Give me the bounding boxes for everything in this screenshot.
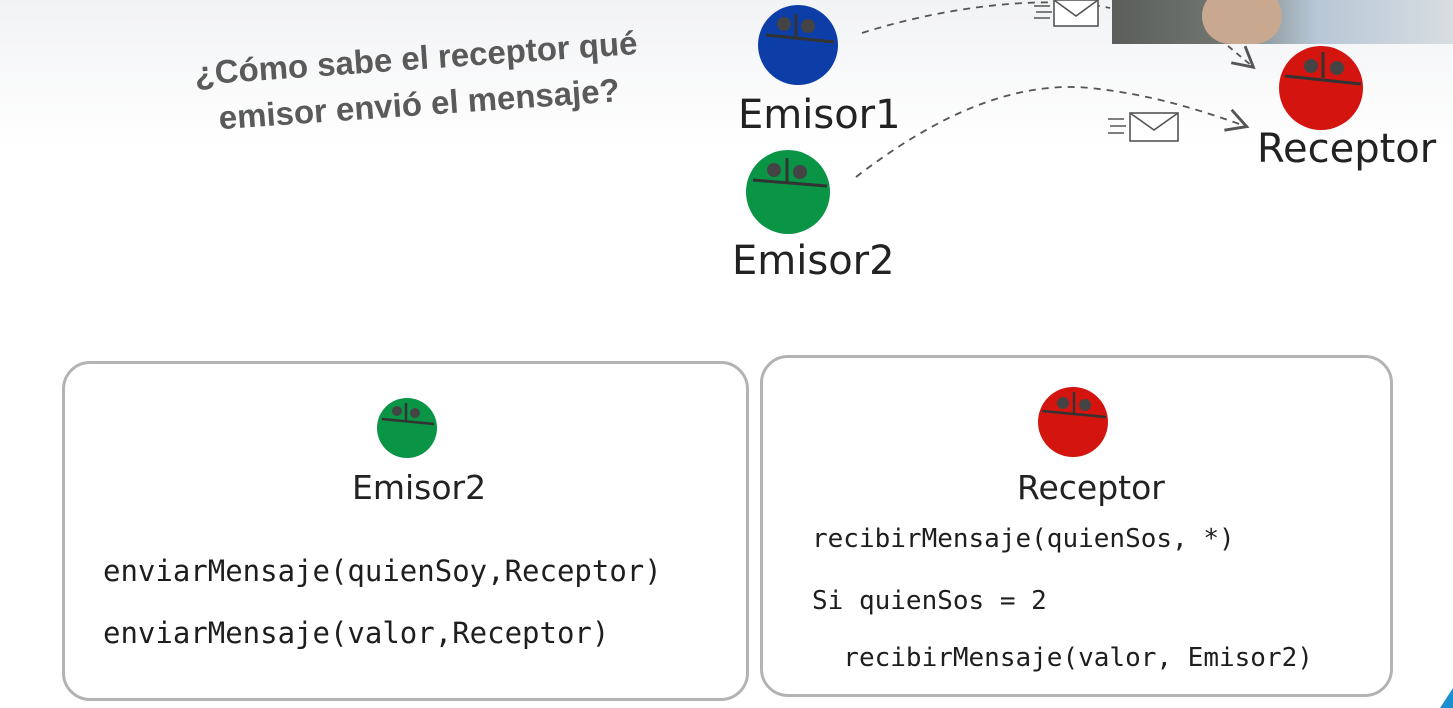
webcam-overlay [1112,0,1453,44]
emisor2-robot-face-icon [746,150,830,234]
presenter-video [1202,0,1282,44]
sender-code-line: enviarMensaje(quienSoy,Receptor) [103,554,662,588]
receiver-code-line: recibirMensaje(valor, Emisor2) [812,643,1313,673]
arrow-emisor1-tail [1227,45,1256,70]
sender-card-title: Emisor2 [352,468,487,507]
emisor2-label: Emisor2 [732,238,895,284]
accent-corner [1440,688,1453,708]
envelope-icon [1108,112,1179,142]
emisor1-label: Emisor1 [738,92,901,138]
arrow-emisor2-to-receptor [855,86,1250,178]
receiver-code-line: Si quienSos = 2 [812,586,1047,616]
receiver-card-title: Receptor [1017,468,1165,507]
sender-card: Emisor2 enviarMensaje(quienSoy,Receptor)… [62,361,749,701]
receiver-code-line: recibirMensaje(quienSos, *) [812,524,1235,554]
envelope-icon [1034,0,1099,27]
emisor1-robot-face-icon [758,5,838,85]
sender-code-line: enviarMensaje(valor,Receptor) [103,616,610,650]
receiver-robot-face-icon [1038,387,1108,457]
receptor-robot-face-icon [1279,46,1363,130]
sender-robot-face-icon [377,398,437,458]
receiver-card: Receptor recibirMensaje(quienSos, *) Si … [760,355,1393,697]
receptor-label: Receptor [1257,126,1437,172]
